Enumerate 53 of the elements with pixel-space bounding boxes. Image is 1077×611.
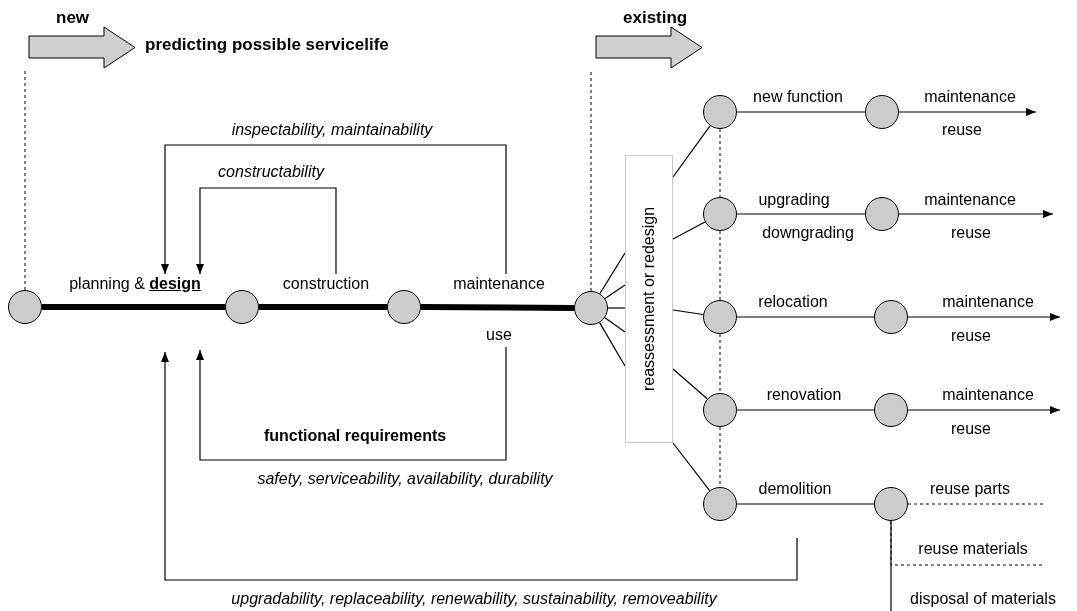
edge-label: constructability	[216, 162, 326, 182]
stage-label: existing	[623, 8, 688, 28]
connector-line	[672, 368, 708, 400]
connector-line	[736, 213, 866, 215]
connector-line	[672, 125, 711, 178]
connector-line	[672, 221, 706, 240]
connector-line	[599, 252, 626, 295]
phase-label: planning & design	[69, 274, 201, 294]
connector-line	[24, 68, 26, 291]
arrow	[898, 108, 1037, 116]
process-box	[625, 155, 673, 443]
text-label: safety, serviceability, availability, durability	[257, 469, 553, 489]
arrow	[196, 187, 337, 275]
text-label: reuse	[942, 120, 982, 140]
connector-line	[719, 128, 721, 198]
arrow	[196, 346, 507, 461]
connector-line	[719, 230, 721, 301]
connector-line	[420, 304, 575, 311]
edge-label: functional requirements	[261, 426, 449, 446]
text-label: reuse	[951, 419, 991, 439]
edge-label: upgrading	[756, 190, 832, 210]
connector-line	[907, 503, 1046, 505]
connector-line	[736, 111, 866, 113]
rotated-label: reassessment or redesign	[639, 206, 658, 392]
text-label: reuse	[951, 223, 991, 243]
arrow	[907, 406, 1061, 414]
arrow	[907, 313, 1061, 321]
phase-label: construction	[282, 274, 370, 294]
connector-line	[599, 322, 626, 367]
text-label: reuse	[951, 326, 991, 346]
phase-label: use	[486, 325, 512, 345]
connector-line	[604, 317, 626, 333]
connector-line	[890, 520, 892, 611]
phase-label: maintenance	[453, 274, 545, 294]
edge-label: inspectability, maintainability	[229, 120, 435, 140]
arrow	[161, 144, 507, 275]
edge-label: upgradability, replaceability, renewability, sustainability, removeability	[229, 589, 719, 609]
connector-line	[607, 307, 626, 309]
stage-label: new	[56, 8, 90, 28]
text-label: downgrading	[762, 223, 854, 243]
connector-line	[736, 409, 875, 411]
heading-text: predicting possible servicelife	[145, 35, 389, 55]
connector-line	[604, 284, 626, 300]
connector-line	[719, 333, 721, 394]
connector-line	[736, 316, 875, 318]
connector-line	[42, 304, 225, 310]
arrow	[898, 210, 1054, 218]
arrow	[161, 351, 798, 581]
connector-line	[736, 503, 875, 505]
connector-line	[259, 304, 387, 310]
connector-line	[672, 442, 711, 492]
connector-line	[672, 309, 704, 316]
edge-label: disposal of materials	[908, 589, 1058, 609]
